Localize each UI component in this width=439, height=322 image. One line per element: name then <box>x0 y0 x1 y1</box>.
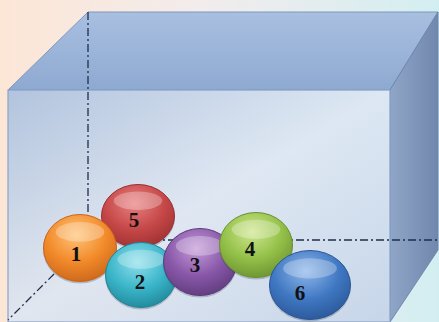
ball-shape <box>268 249 352 321</box>
callout-number: 2 <box>133 271 148 294</box>
callout-number: 1 <box>69 243 84 266</box>
box-top-face <box>8 12 438 90</box>
callout-number: 4 <box>243 238 258 261</box>
hidden-edge <box>87 12 88 240</box>
callout-number: 3 <box>188 254 203 277</box>
callout-number: 5 <box>127 209 142 232</box>
box-side-face <box>390 12 438 322</box>
box-front-face <box>8 90 390 322</box>
numbered-ball: 6 <box>268 249 352 321</box>
callout-number: 6 <box>293 282 308 305</box>
